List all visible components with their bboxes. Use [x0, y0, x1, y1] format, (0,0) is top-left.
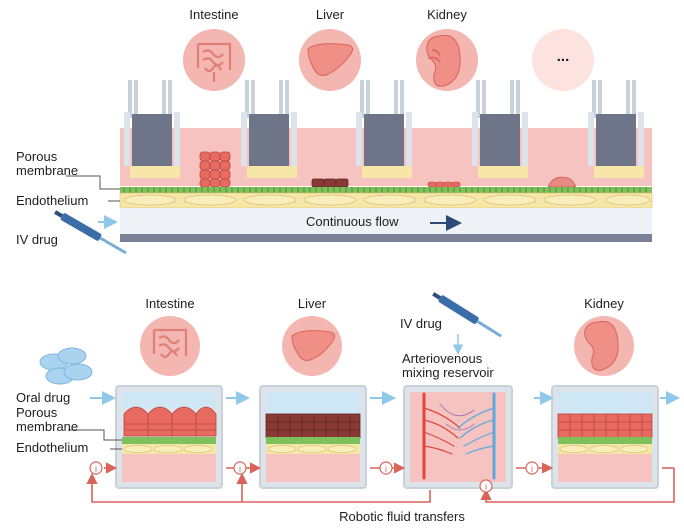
top-more-circle — [532, 29, 594, 91]
top-endothelium-label: Endothelium — [16, 193, 89, 208]
top-liver-cells — [311, 178, 349, 188]
robotic-transfers-label: Robotic fluid transfers — [339, 509, 465, 524]
well-reservoir — [403, 385, 513, 489]
bottom-iv-drug-label: IV drug — [400, 316, 442, 331]
bottom-organ-label-liver: Liver — [297, 296, 327, 311]
kidney-icon — [426, 34, 461, 87]
liver-icon — [291, 330, 336, 361]
top-organ-label-kidney: Kidney — [427, 7, 467, 22]
top-porous-membrane — [120, 187, 652, 193]
top-organ-circles — [183, 29, 594, 91]
top-inserts — [124, 80, 644, 178]
bottom-kidney-cells — [557, 413, 653, 439]
intestine-icon — [152, 328, 188, 359]
pump-label: i — [95, 464, 97, 474]
more-organs-ellipsis: ... — [556, 48, 570, 65]
pump-label: i — [485, 482, 487, 492]
top-extra-cells — [547, 176, 577, 188]
pump-label: i — [385, 464, 387, 474]
bottom-endothelium-label: Endothelium — [16, 440, 89, 455]
top-porous-membrane-label: Porous membrane — [16, 149, 79, 178]
continuous-flow-label: Continuous flow — [306, 214, 399, 229]
top-organ-label-liver: Liver — [315, 7, 345, 22]
bottom-organ-label-kidney: Kidney — [584, 296, 624, 311]
top-membrane-pointer — [66, 175, 120, 190]
intestine-icon — [196, 42, 232, 82]
top-intestine-cells — [199, 151, 231, 188]
top-kidney-cells — [427, 181, 461, 188]
bottom-membrane-kidney — [558, 437, 652, 444]
arteriovenous-vessels — [422, 392, 496, 480]
top-chip-base — [120, 234, 652, 242]
bottom-intestine-cells — [123, 406, 217, 437]
bottom-membrane-liver — [266, 437, 360, 444]
reservoir-label: Arteriovenous mixing reservoir — [402, 351, 494, 380]
pump-label: i — [531, 464, 533, 474]
liver-icon — [307, 43, 354, 76]
bottom-membrane-pointer — [68, 429, 122, 441]
top-iv-drug-label: IV drug — [16, 232, 58, 247]
pump-label: i — [239, 464, 241, 474]
top-organ-label-intestine: Intestine — [189, 7, 239, 22]
syringe-icon — [432, 292, 502, 338]
syringe-icon — [54, 210, 127, 255]
top-endothelial-cells — [123, 194, 651, 206]
bottom-porous-membrane-label: Porous membrane — [16, 405, 79, 434]
bottom-intestine-circle — [140, 316, 200, 376]
top-flow-channel — [120, 208, 652, 234]
kidney-icon — [584, 320, 619, 371]
bottom-liver-cells — [265, 413, 361, 439]
pump-symbols — [89, 461, 539, 493]
bottom-membrane-intestine — [122, 437, 216, 444]
top-membrane-pores — [123, 187, 647, 193]
bottom-organ-label-intestine: Intestine — [145, 296, 195, 311]
bottom-endothelial-cells — [123, 445, 649, 453]
pills-icon — [39, 347, 93, 385]
oral-drug-label: Oral drug — [16, 390, 71, 405]
